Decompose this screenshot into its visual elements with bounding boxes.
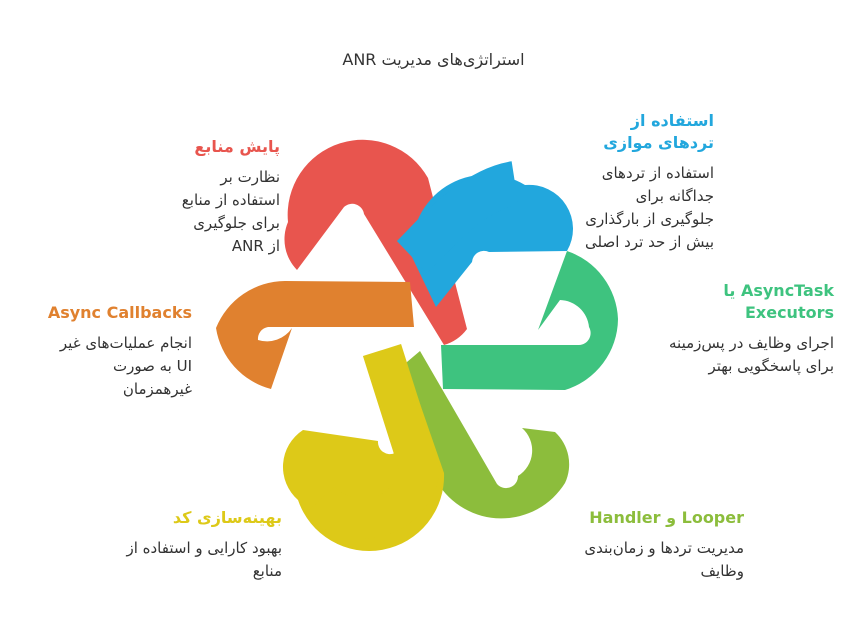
item-looper-handler: Looper و Handler مدیریت تردها و زمان‌بند… [584,507,744,583]
item-description: انجام عملیات‌های غیر UI به صورت غیرهمزما… [59,334,192,398]
loop-orange [216,281,414,389]
item-description: اجرای وظایف در پس‌زمینه برای پاسخگویی به… [669,334,834,375]
loop-red [284,139,467,345]
item-heading: AsyncTask یا Executors [723,281,834,322]
loop-green [441,251,618,390]
item-resource-monitoring: پایش منابع نظارت بر استفاده از منابع برا… [180,136,280,258]
item-description: مدیریت تردها و زمان‌بندی وظایف [584,539,744,580]
item-heading: Looper و Handler [589,508,744,527]
item-heading: پایش منابع [194,137,280,156]
item-heading: استفاده از تردهای موازی [603,111,714,152]
item-heading: Async Callbacks [47,303,192,322]
item-description: استفاده از تردهای جداگانه برای جلوگیری ا… [585,164,714,251]
item-heading: بهینه‌سازی کد [172,508,282,527]
item-code-optimization: بهینه‌سازی کد بهبود کارایی و استفاده از … [120,507,282,583]
item-asynctask-executors: AsyncTask یا Executors اجرای وظایف در پس… [664,280,834,378]
item-parallel-threads: استفاده از تردهای موازی استفاده از تردها… [584,110,714,254]
loop-lime [388,351,570,519]
loop-blue [396,161,574,307]
loop-yellow [282,343,445,552]
item-description: نظارت بر استفاده از منابع برای جلوگیری ا… [181,168,280,255]
item-async-callbacks: Async Callbacks انجام عملیات‌های غیر UI … [40,302,192,401]
diagram-title: استراتژی‌های مدیریت ANR [342,50,525,69]
item-description: بهبود کارایی و استفاده از منابع [126,539,282,580]
